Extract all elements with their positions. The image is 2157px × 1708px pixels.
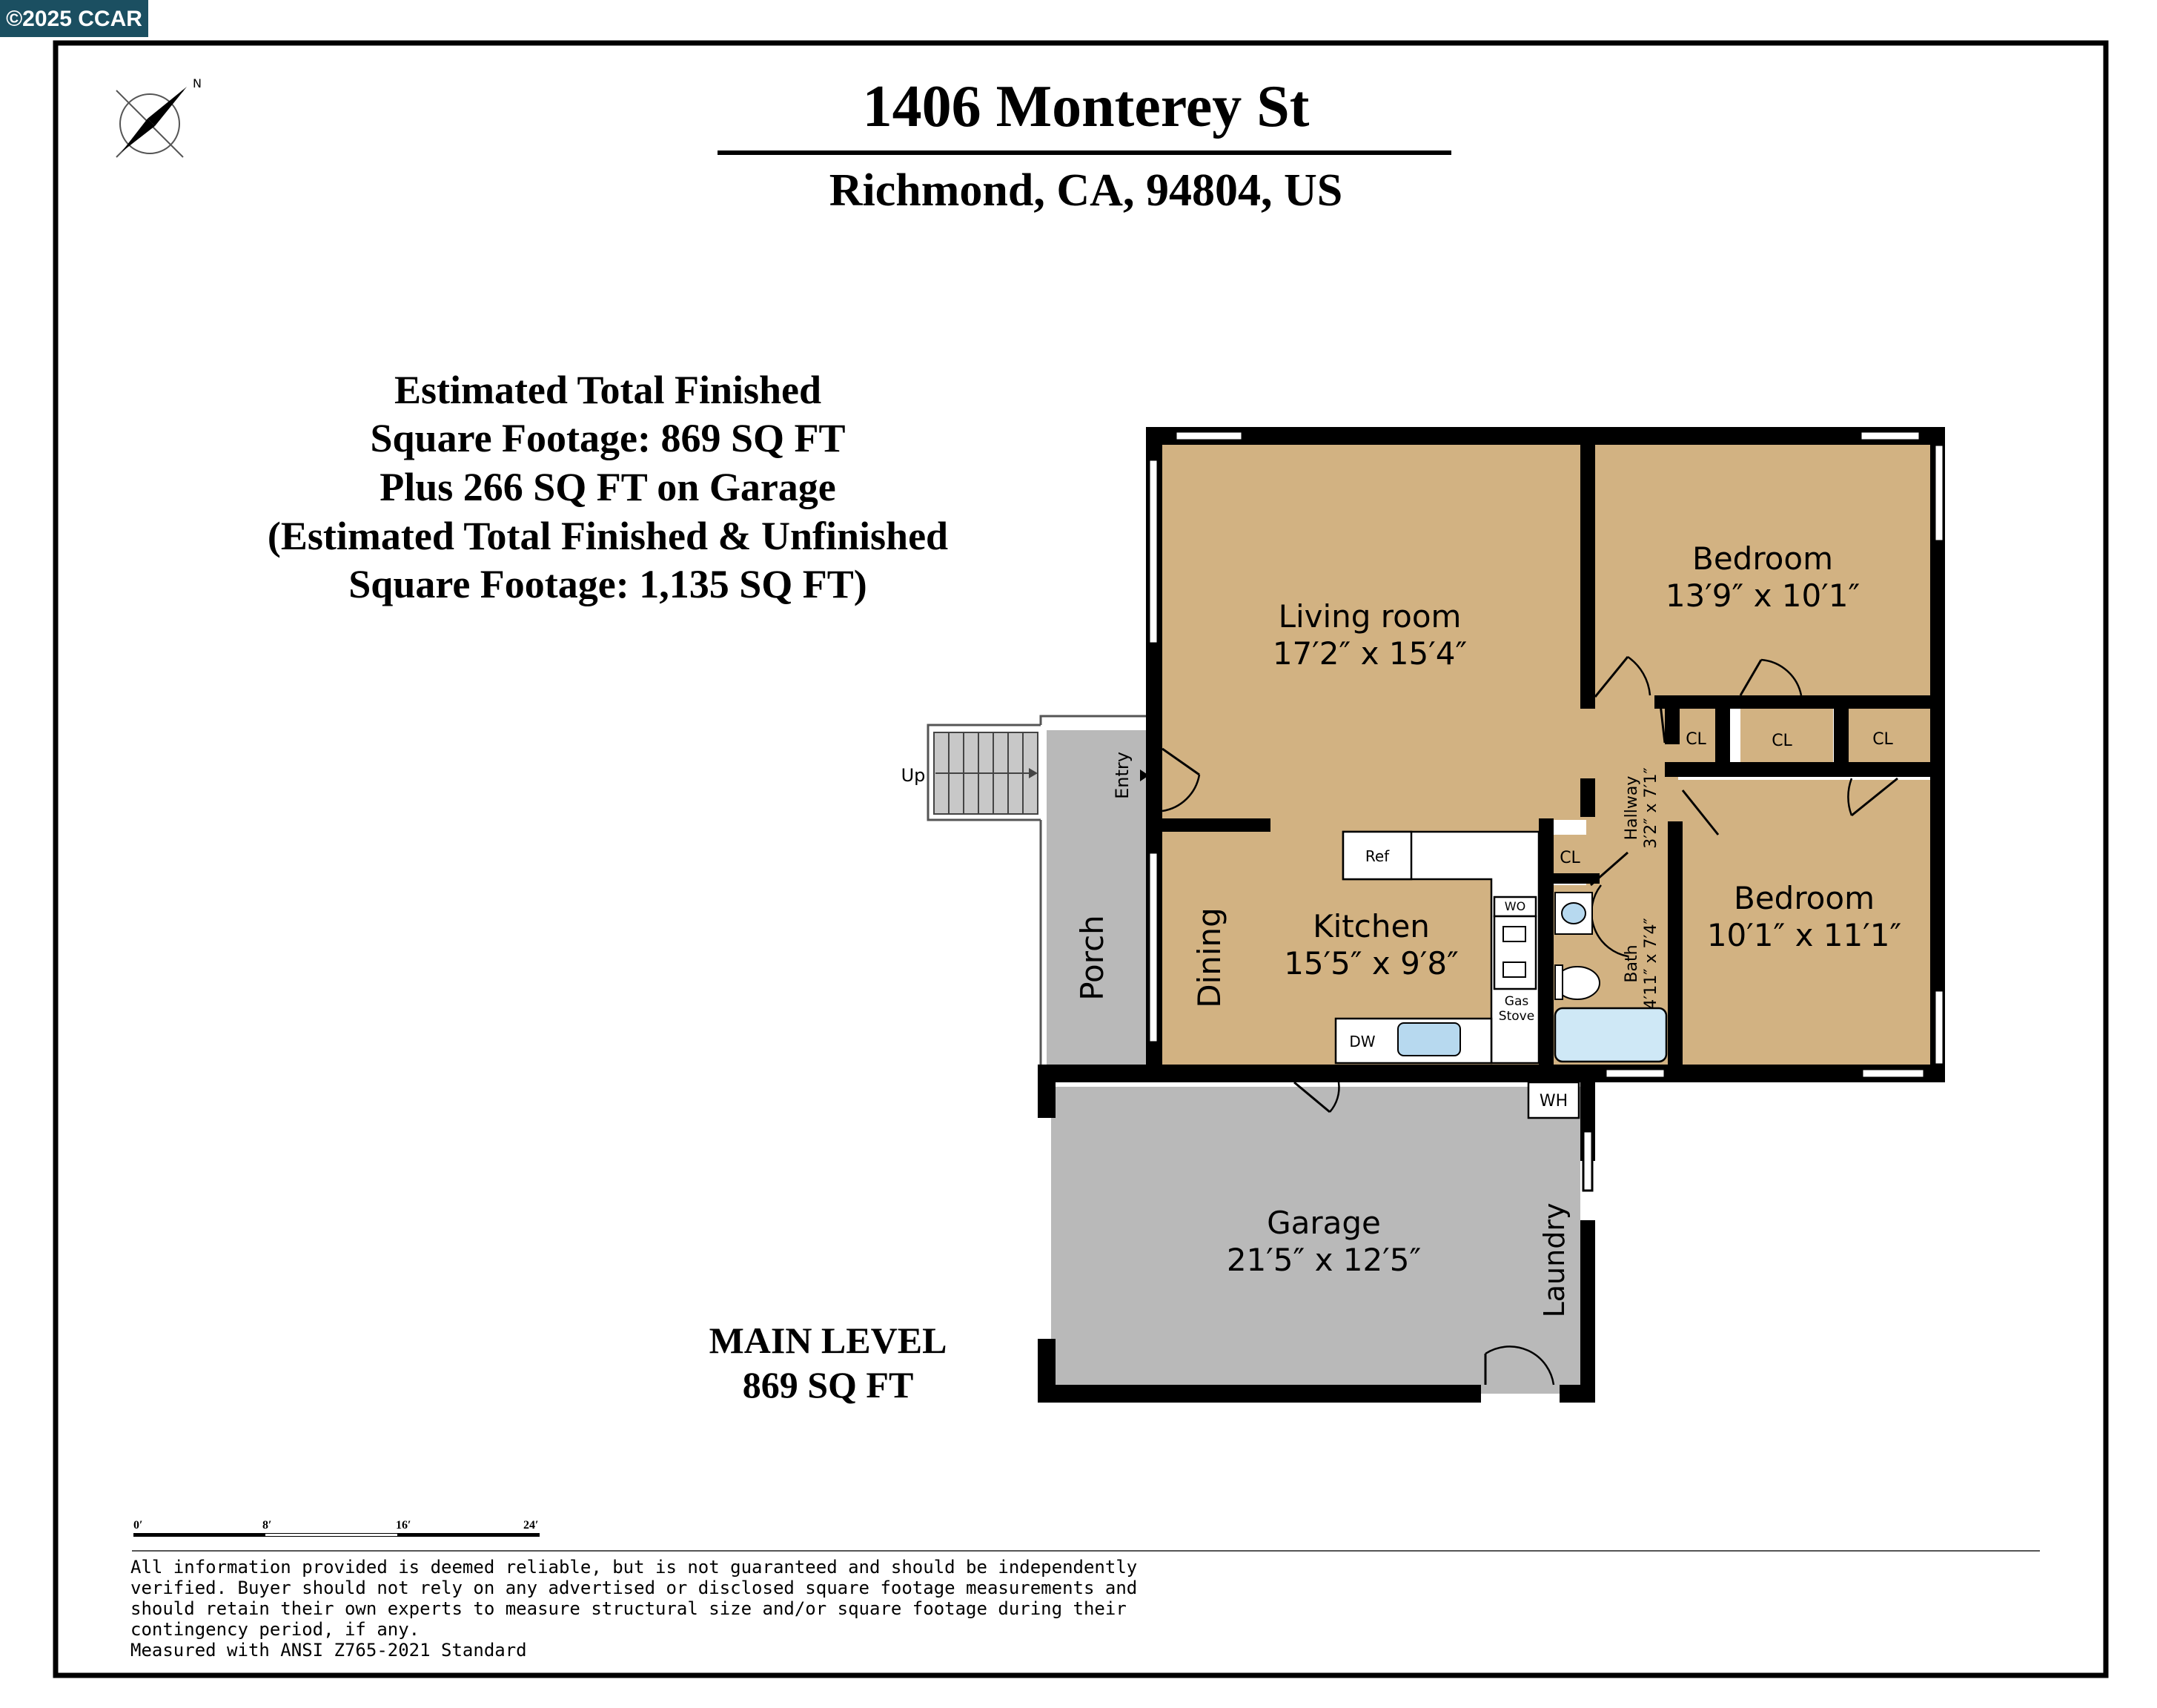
page-title: 1406 Monterey St [863, 74, 1310, 139]
summary-line: Square Footage: 869 SQ FT [370, 416, 845, 460]
gas-stove-label: Gas [1505, 994, 1529, 1009]
square-footage-summary: Estimated Total Finished Square Footage:… [268, 368, 948, 606]
porch-outline [1039, 715, 1146, 725]
room-label-bath: Bath [1623, 944, 1641, 982]
walls [1038, 427, 1945, 1403]
windows [1147, 430, 1945, 1192]
summary-line: Square Footage: 1,135 SQ FT) [348, 562, 867, 606]
room-dims-bedroom: 13′9″ x 10′1″ [1666, 577, 1860, 614]
water-heater-fixture [1527, 1081, 1580, 1119]
closet-label: CL [1772, 732, 1792, 750]
level-area: 869 SQ FT [743, 1364, 914, 1406]
closet-label: CL [1872, 730, 1893, 749]
refrigerator-label: Ref [1365, 847, 1390, 865]
disclaimer-line: should retain their own experts to measu… [130, 1598, 1127, 1619]
disclaimer: All information provided is deemed relia… [130, 1557, 1137, 1661]
entry-arrow-icon [1140, 769, 1149, 781]
room-label-dining: Dining [1191, 907, 1227, 1008]
compass-icon [116, 87, 187, 158]
room-label-kitchen: Kitchen [1313, 908, 1430, 944]
page-subtitle: Richmond, CA, 94804, US [829, 165, 1342, 216]
scale-bar: 0′ 8′ 16′ 24′ [133, 1519, 540, 1537]
closet-label: CL [1686, 730, 1706, 749]
room-label-porch: Porch [1074, 915, 1110, 1001]
disclaimer-line: contingency period, if any. [130, 1619, 420, 1640]
room-dims-bedroom: 10′1″ x 11′1″ [1707, 917, 1901, 953]
summary-line: Plus 266 SQ FT on Garage [380, 465, 836, 509]
page-frame [53, 40, 2109, 1678]
stairs [927, 724, 1041, 821]
room-dims-bath: 4′11″ x 7′4″ [1642, 918, 1660, 1009]
bath-fixtures [1554, 892, 1668, 1063]
room-label-living-room: Living room [1279, 598, 1462, 635]
scale-tick-label: 16′ [396, 1519, 411, 1532]
closet-label: CL [1560, 849, 1580, 867]
dishwasher-label: DW [1349, 1033, 1375, 1050]
copyright-badge: ©2025 CCAR [0, 0, 148, 37]
scale-tick-label: 24′ [523, 1519, 539, 1532]
summary-line: Estimated Total Finished [394, 368, 821, 412]
room-label-laundry: Laundry [1538, 1203, 1571, 1318]
room-label-hallway: Hallway [1623, 776, 1641, 841]
room-dims-living-room: 17′2″ x 15′4″ [1273, 635, 1467, 672]
scale-tick-label: 0′ [133, 1519, 143, 1532]
copyright-badge-text: ©2025 CCAR [6, 7, 142, 31]
room-dims-garage: 21′5″ x 12′5″ [1227, 1242, 1421, 1278]
room-dims-hallway: 3′2″ x 7′1″ [1642, 767, 1660, 848]
room-label-bedroom: Bedroom [1692, 540, 1833, 577]
disclaimer-line: verified. Buyer should not rely on any a… [130, 1578, 1137, 1598]
water-heater-label: WH [1540, 1092, 1568, 1110]
wall-oven-label: WO [1505, 899, 1525, 913]
room-label-entry: Entry [1112, 752, 1133, 799]
stairs-up-label: Up [901, 765, 926, 786]
gas-stove-label: Stove [1499, 1009, 1534, 1024]
doors [1162, 655, 1898, 1386]
room-label-garage: Garage [1267, 1205, 1381, 1241]
summary-line: (Estimated Total Finished & Unfinished [268, 514, 948, 558]
compass-north-label: N [193, 76, 202, 90]
room-dims-kitchen: 15′5″ x 9′8″ [1284, 945, 1459, 982]
room-label-bedroom: Bedroom [1734, 880, 1875, 916]
disclaimer-line: All information provided is deemed relia… [130, 1557, 1137, 1578]
disclaimer-line: Measured with ANSI Z765-2021 Standard [130, 1640, 527, 1661]
kitchen-fixtures [1334, 830, 1540, 1065]
scale-tick-label: 8′ [262, 1519, 272, 1532]
level-name: MAIN LEVEL [709, 1320, 947, 1361]
